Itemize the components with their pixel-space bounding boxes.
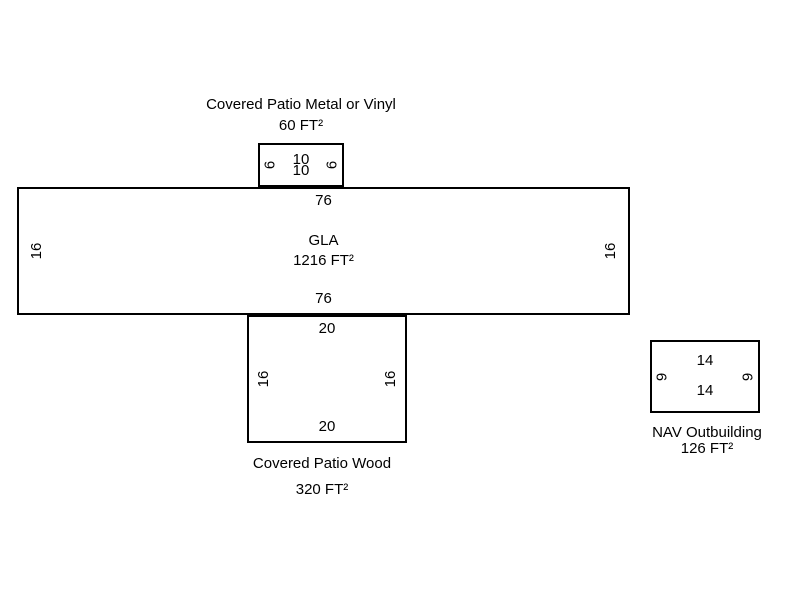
patio-metal-title: Covered Patio Metal or Vinyl xyxy=(206,96,396,113)
outbuilding-outline: 14 14 9 9 xyxy=(650,340,760,413)
outbuilding-dim-right: 9 xyxy=(739,372,757,381)
patio-wood-outline: 20 20 16 16 xyxy=(247,315,407,443)
patio-metal-outline: 10 10 6 6 xyxy=(258,143,344,187)
outbuilding-dim-left: 9 xyxy=(653,372,671,381)
outbuilding-dim-top: 14 xyxy=(696,352,714,369)
patio-wood-dim-top: 20 xyxy=(318,320,336,337)
patio-metal-area: 60 FT² xyxy=(278,117,324,134)
gla-dim-left: 16 xyxy=(27,242,45,260)
patio-wood-area: 320 FT² xyxy=(295,481,349,498)
outbuilding-dim-bottom: 14 xyxy=(696,382,714,399)
patio-metal-dim-left: 6 xyxy=(261,160,279,170)
patio-metal-dim-right: 6 xyxy=(323,160,341,170)
patio-wood-dim-left: 16 xyxy=(254,370,272,388)
patio-metal-dim-bottom: 10 xyxy=(292,162,310,179)
patio-wood-title: Covered Patio Wood xyxy=(252,455,392,472)
gla-center-text: GLA 1216 FT² xyxy=(293,231,354,271)
gla-outline: 76 76 16 16 GLA 1216 FT² xyxy=(17,187,630,315)
patio-metal-dim-top: 10 xyxy=(292,151,310,168)
gla-dim-bottom: 76 xyxy=(315,290,332,307)
gla-dim-right: 16 xyxy=(602,242,620,260)
gla-area: 1216 FT² xyxy=(293,252,354,269)
patio-wood-dim-bottom: 20 xyxy=(318,418,336,435)
gla-label: GLA xyxy=(308,232,339,249)
patio-wood-dim-right: 16 xyxy=(382,370,400,388)
outbuilding-area: 126 FT² xyxy=(680,440,734,457)
outbuilding-title: NAV Outbuilding xyxy=(652,424,762,441)
gla-dim-top: 76 xyxy=(315,192,332,209)
